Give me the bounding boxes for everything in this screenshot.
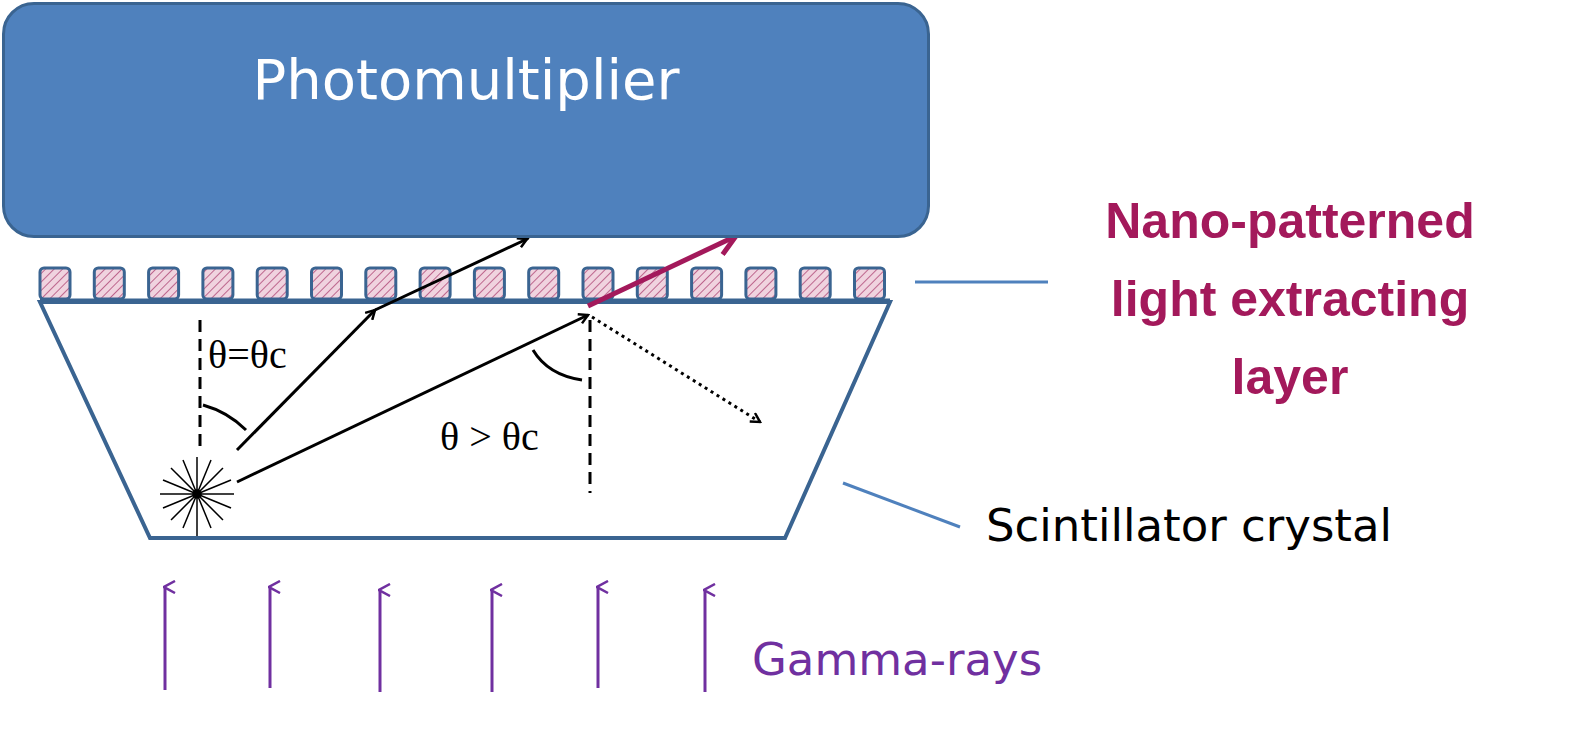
nano-pillar xyxy=(94,268,124,299)
nano-pillar xyxy=(312,268,342,299)
light-ray xyxy=(237,315,760,482)
photomultiplier-box: Photomultiplier xyxy=(2,2,930,238)
nano-pillar xyxy=(149,268,179,299)
nano-pillar xyxy=(800,268,830,299)
gamma-label: Gamma-rays xyxy=(752,630,1152,690)
node-text: Photomultiplier xyxy=(5,45,927,115)
normal-line xyxy=(199,320,202,452)
angle-arc xyxy=(203,405,246,430)
nano-pillar xyxy=(203,268,233,299)
nano-pillar xyxy=(474,268,504,299)
leader-line xyxy=(843,483,960,527)
crystal-label: Scintillator crystal xyxy=(986,496,1506,556)
angle-arc xyxy=(533,350,582,380)
nano-pillar xyxy=(692,268,722,299)
normal-line xyxy=(589,320,592,493)
angle-label: θ=θc xyxy=(208,330,408,380)
nano-pillar xyxy=(40,268,70,299)
angle-label: θ > θc xyxy=(440,412,640,462)
scintillator-crystal xyxy=(40,302,890,538)
scintillation-source xyxy=(160,457,234,536)
nano-pillar xyxy=(529,268,559,299)
nano-pillar xyxy=(366,268,396,299)
gamma-ray-arrow xyxy=(165,587,705,692)
nano-pillar xyxy=(257,268,287,299)
layer-label: Nano-patterned light extracting layer xyxy=(1060,182,1520,416)
nano-pillar xyxy=(855,268,885,299)
leader-line xyxy=(915,281,1048,284)
nano-layer xyxy=(40,268,890,300)
nano-pillar xyxy=(746,268,776,299)
